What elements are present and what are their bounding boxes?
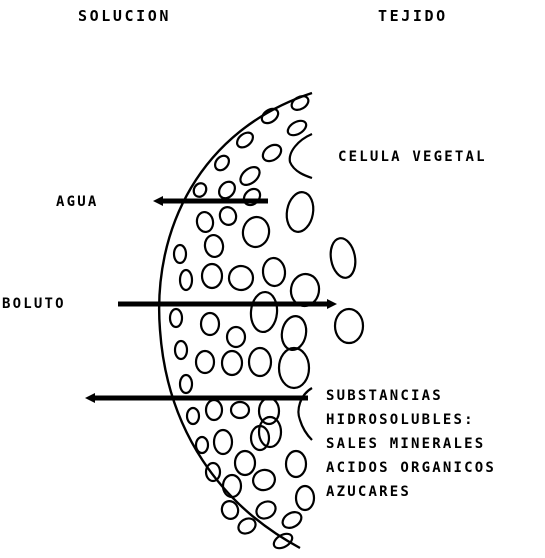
cell-pore [280,509,304,531]
cell-pore [249,348,271,376]
cell-pore [223,475,241,497]
cell-pore [253,498,278,522]
cell-pore [216,179,238,202]
cell-pore [203,234,225,259]
header-tissue: TEJIDO [378,8,448,24]
cell-pore [202,264,222,288]
cell-pore [196,437,208,453]
label-water: AGUA [56,194,99,210]
cell-pore [235,451,255,475]
cell-pore [170,309,182,327]
cell-pore [285,118,308,138]
cell-pore [217,205,238,227]
cell-pore [296,486,314,510]
substances-list: SUBSTANCIAS HIDROSOLUBLES: SALES MINERAL… [326,388,496,500]
cell-pore [262,257,286,287]
label-cell: CELULA VEGETAL [338,149,487,165]
cell-pore [201,313,219,335]
cell-pore [195,211,214,233]
cell-pore [279,314,309,352]
label-solute: BOLUTO [2,296,66,312]
cell-pore [249,291,278,333]
cell-pore [237,164,263,189]
cell-pore [284,190,317,234]
cell-pore [227,264,255,292]
substances-line: ACIDOS ORGANICOS [326,460,496,476]
cell-pore [231,402,249,418]
cell-pore [289,93,311,112]
substances-line: HIDROSOLUBLES: [326,412,496,428]
cell-pore [214,430,232,454]
cell-pore [259,417,281,447]
cell-pore [180,375,192,393]
substances-line: SUBSTANCIAS [326,388,496,404]
cell-pore [328,236,359,280]
cell-pore [227,327,245,347]
cell-pore [286,451,306,477]
cell-pore [206,463,220,481]
cell-pore [259,106,281,126]
cell-pore [260,142,284,165]
cell-fragment-top [290,134,312,178]
cell-pore [174,245,186,263]
cell-pore [241,215,272,249]
cell-pore [250,467,278,493]
cell-pore [187,408,199,424]
cell-pore [279,348,309,388]
cell-pore [206,400,222,420]
cell-pore [196,351,214,373]
cell-pore [222,351,242,375]
substances-line: AZUCARES [326,484,496,500]
cell-pore [335,309,363,343]
cell-pore [175,341,187,359]
header-solution: SOLUCION [78,8,171,24]
cell-pore [180,270,192,290]
substances-line: SALES MINERALES [326,436,496,452]
cell-pore [241,186,264,209]
